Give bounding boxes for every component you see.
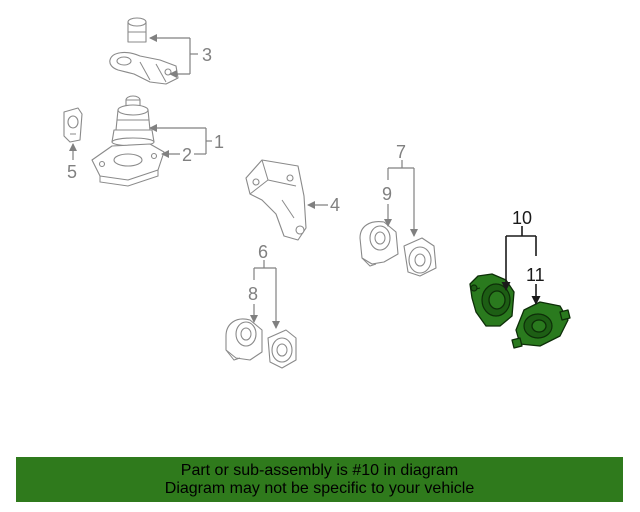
callout-8: 8 — [248, 284, 258, 304]
part-6-bushing — [267, 329, 297, 369]
callout-10: 10 — [512, 208, 532, 228]
callout-7: 7 — [396, 142, 406, 162]
part-9-mount — [359, 221, 399, 267]
callout-2: 2 — [182, 145, 192, 165]
part-5-clip — [63, 107, 83, 143]
leader-6 — [253, 260, 280, 329]
callout-3: 3 — [202, 45, 212, 65]
part-1-mount — [111, 95, 155, 147]
leader-3 — [149, 34, 198, 78]
callout-11: 11 — [526, 265, 545, 285]
callout-9: 9 — [382, 184, 392, 204]
part-4-bracket — [245, 159, 307, 241]
leader-7 — [387, 160, 418, 237]
leader-1 — [149, 124, 212, 154]
footer-line-2: Diagram may not be specific to your vehi… — [164, 480, 475, 497]
part-3-bushing — [127, 17, 147, 43]
part-3-bracket — [109, 51, 179, 85]
part-2-plate — [91, 143, 165, 187]
footer-line-1: Part or sub-assembly is #10 in diagram — [180, 462, 459, 479]
part-7-bushing — [403, 237, 437, 277]
callout-6: 6 — [258, 242, 268, 262]
callout-5: 5 — [67, 162, 77, 182]
parts-diagram: 3 1 2 5 4 7 9 6 8 10 11 — [63, 17, 571, 369]
footer-banner: Part or sub-assembly is #10 in diagram D… — [16, 457, 623, 502]
part-10-highlighted — [469, 273, 515, 327]
callout-4: 4 — [330, 195, 340, 215]
callout-1: 1 — [214, 132, 224, 152]
leader-10 — [501, 226, 537, 291]
part-11-highlighted — [511, 301, 571, 349]
part-8-mount — [225, 318, 263, 361]
